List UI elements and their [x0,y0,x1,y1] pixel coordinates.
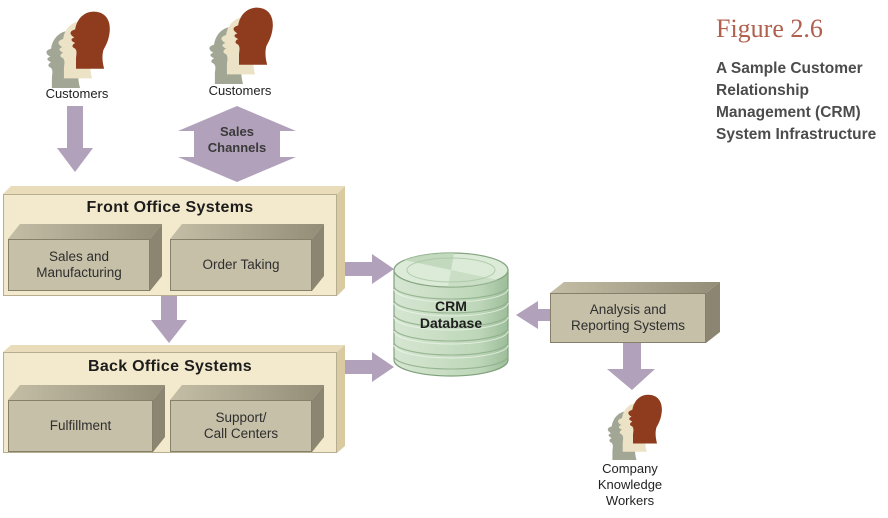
analysis-face [550,293,706,343]
knowledge-workers-line1: Company [602,461,658,476]
arrow-customers-to-front-office [57,106,93,172]
crm-database-line2: Database [419,315,483,331]
support-right-bevel [312,385,324,452]
analysis-line1: Analysis and [589,302,667,317]
fulfillment-right-bevel [153,385,165,452]
order-taking-right-bevel [312,224,324,291]
front-office-top-bevel [3,186,345,194]
analysis-top-bevel [550,282,720,293]
back-office-top-bevel [3,345,345,352]
sales-channels-line1: Sales [220,124,254,139]
knowledge-workers-line2: Knowledge [597,477,663,492]
knowledge-workers-line3: Workers [605,493,655,508]
arrow-analysis-to-workers [607,343,655,390]
crm-database-icon [393,252,509,377]
customers-left-icon [46,11,110,88]
order-taking-label: Order Taking [202,257,280,272]
customers-right-icon [209,7,273,84]
order-taking-top-bevel [170,224,324,239]
analysis-right-bevel [706,282,720,343]
crm-database-line1: CRM [435,298,467,314]
support-label: Support/ Call Centers [172,400,310,452]
arrow-analysis-to-database [516,301,552,329]
order-taking-face [170,239,312,291]
analysis-line2: Reporting Systems [570,318,686,333]
back-office-title: Back Office Systems [87,358,252,375]
sales-manufacturing-right-bevel [150,224,162,291]
front-office-right-bevel [337,186,345,296]
back-office-right-bevel [337,345,345,453]
sales-manufacturing-label: Sales and Manufacturing [36,249,122,280]
support-line2: Call Centers [203,426,279,441]
figure-caption: A Sample Customer Relationship Managemen… [716,58,888,146]
fulfillment-top-bevel [8,385,165,400]
customers-right-label: Customers [208,83,272,98]
front-office-title: Front Office Systems [86,199,254,216]
figure-caption-line1: A Sample Customer [716,60,863,77]
sales-channels-label: Sales Channels [186,124,288,156]
fulfillment-label: Fulfillment [49,418,112,433]
arrow-front-to-back-office [151,296,187,343]
support-line1: Support/ [215,410,267,425]
arrow-back-office-to-database [345,352,394,382]
knowledge-workers-icon [607,394,662,460]
analysis-label: Analysis and Reporting Systems [552,293,704,343]
arrow-front-office-to-database [345,254,394,284]
figure-caption-line3: Management (CRM) [716,104,861,121]
figure-caption-line2: Relationship [716,82,810,99]
customers-left-label: Customers [45,86,109,101]
support-top-bevel [170,385,324,400]
support-face [170,400,312,452]
fulfillment-face [8,400,153,452]
figure-number: Figure 2.6 [716,14,823,43]
sales-manufacturing-face [8,239,150,291]
sales-channels-arrow [178,106,296,182]
knowledge-workers-label: Company Knowledge Workers [570,461,690,509]
crm-database-label: CRM Database [392,298,510,332]
sales-manufacturing-top-bevel [8,224,162,239]
figure-caption-line4: System Infrastructure [716,126,877,143]
sales-channels-line2: Channels [207,140,267,155]
